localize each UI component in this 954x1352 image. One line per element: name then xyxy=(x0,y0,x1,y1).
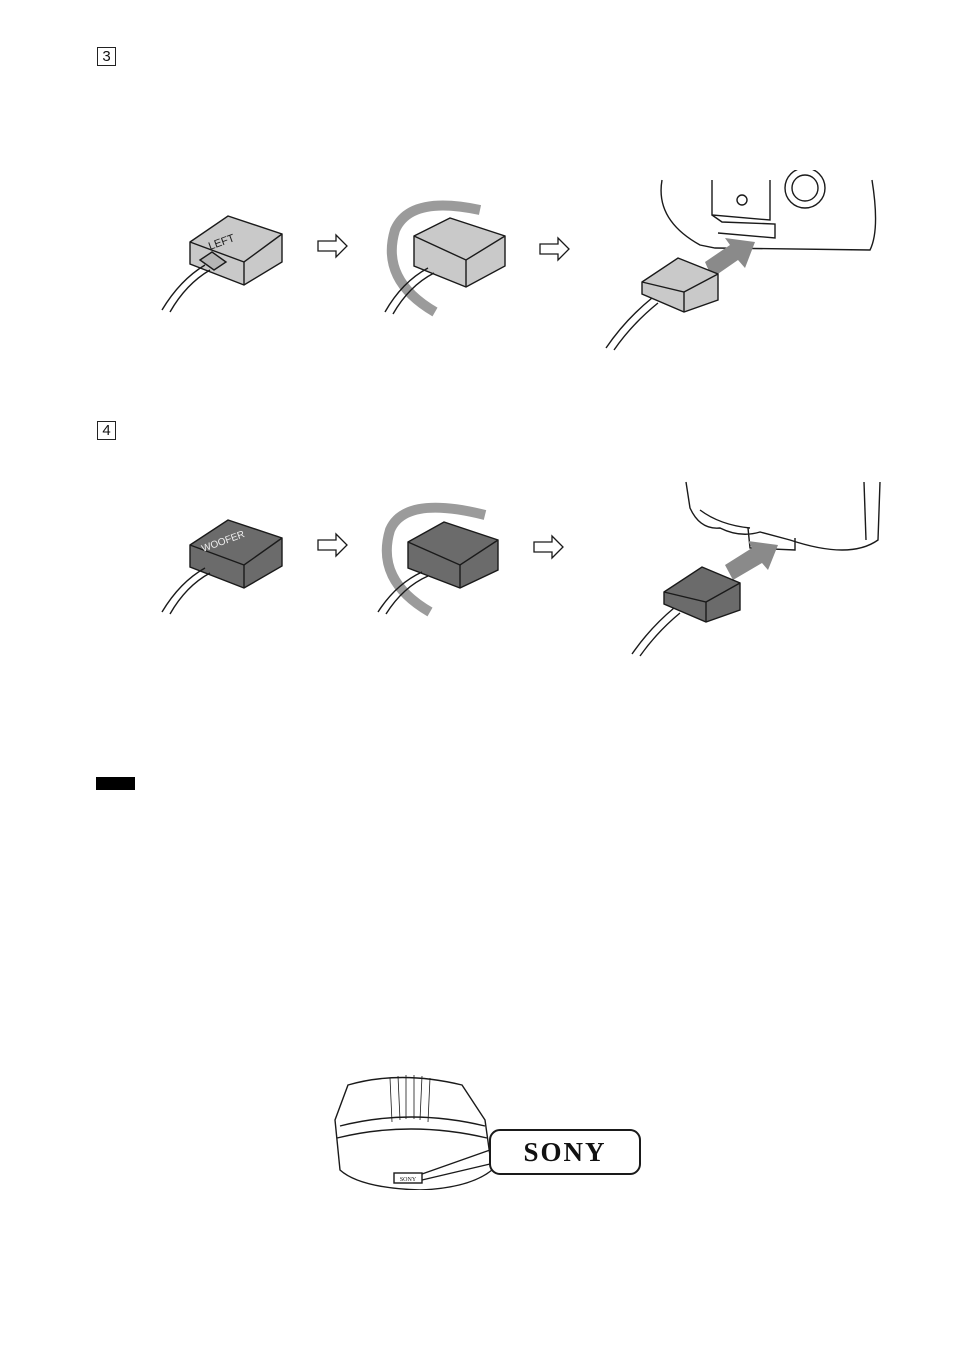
woofer-rear-port xyxy=(686,482,880,550)
arrow-right-icon xyxy=(534,536,563,558)
plug-left-label xyxy=(162,216,282,312)
step-3-illustration: LEFT xyxy=(0,170,954,370)
arrow-right-icon xyxy=(318,534,347,556)
speaker-front xyxy=(335,1075,492,1190)
plug-inserting xyxy=(606,258,718,350)
plug-rotating xyxy=(385,206,505,315)
speaker-logo-illustration: SONY SONY xyxy=(0,1070,954,1190)
step-4-illustration: WOOFER xyxy=(0,470,954,670)
plug-woofer-label xyxy=(162,520,282,614)
plug-rotating xyxy=(378,508,498,614)
note-tab-marker xyxy=(96,777,135,790)
brand-logo-text: SONY xyxy=(523,1137,606,1167)
arrow-right-icon xyxy=(318,235,347,257)
step-number-3: 3 xyxy=(97,47,116,66)
speaker-rear-port xyxy=(661,170,875,250)
small-logo-text: SONY xyxy=(400,1177,417,1183)
arrow-right-icon xyxy=(540,238,569,260)
step-number-4: 4 xyxy=(97,421,116,440)
plug-inserting xyxy=(632,567,740,656)
insert-arrow-icon xyxy=(725,541,778,580)
